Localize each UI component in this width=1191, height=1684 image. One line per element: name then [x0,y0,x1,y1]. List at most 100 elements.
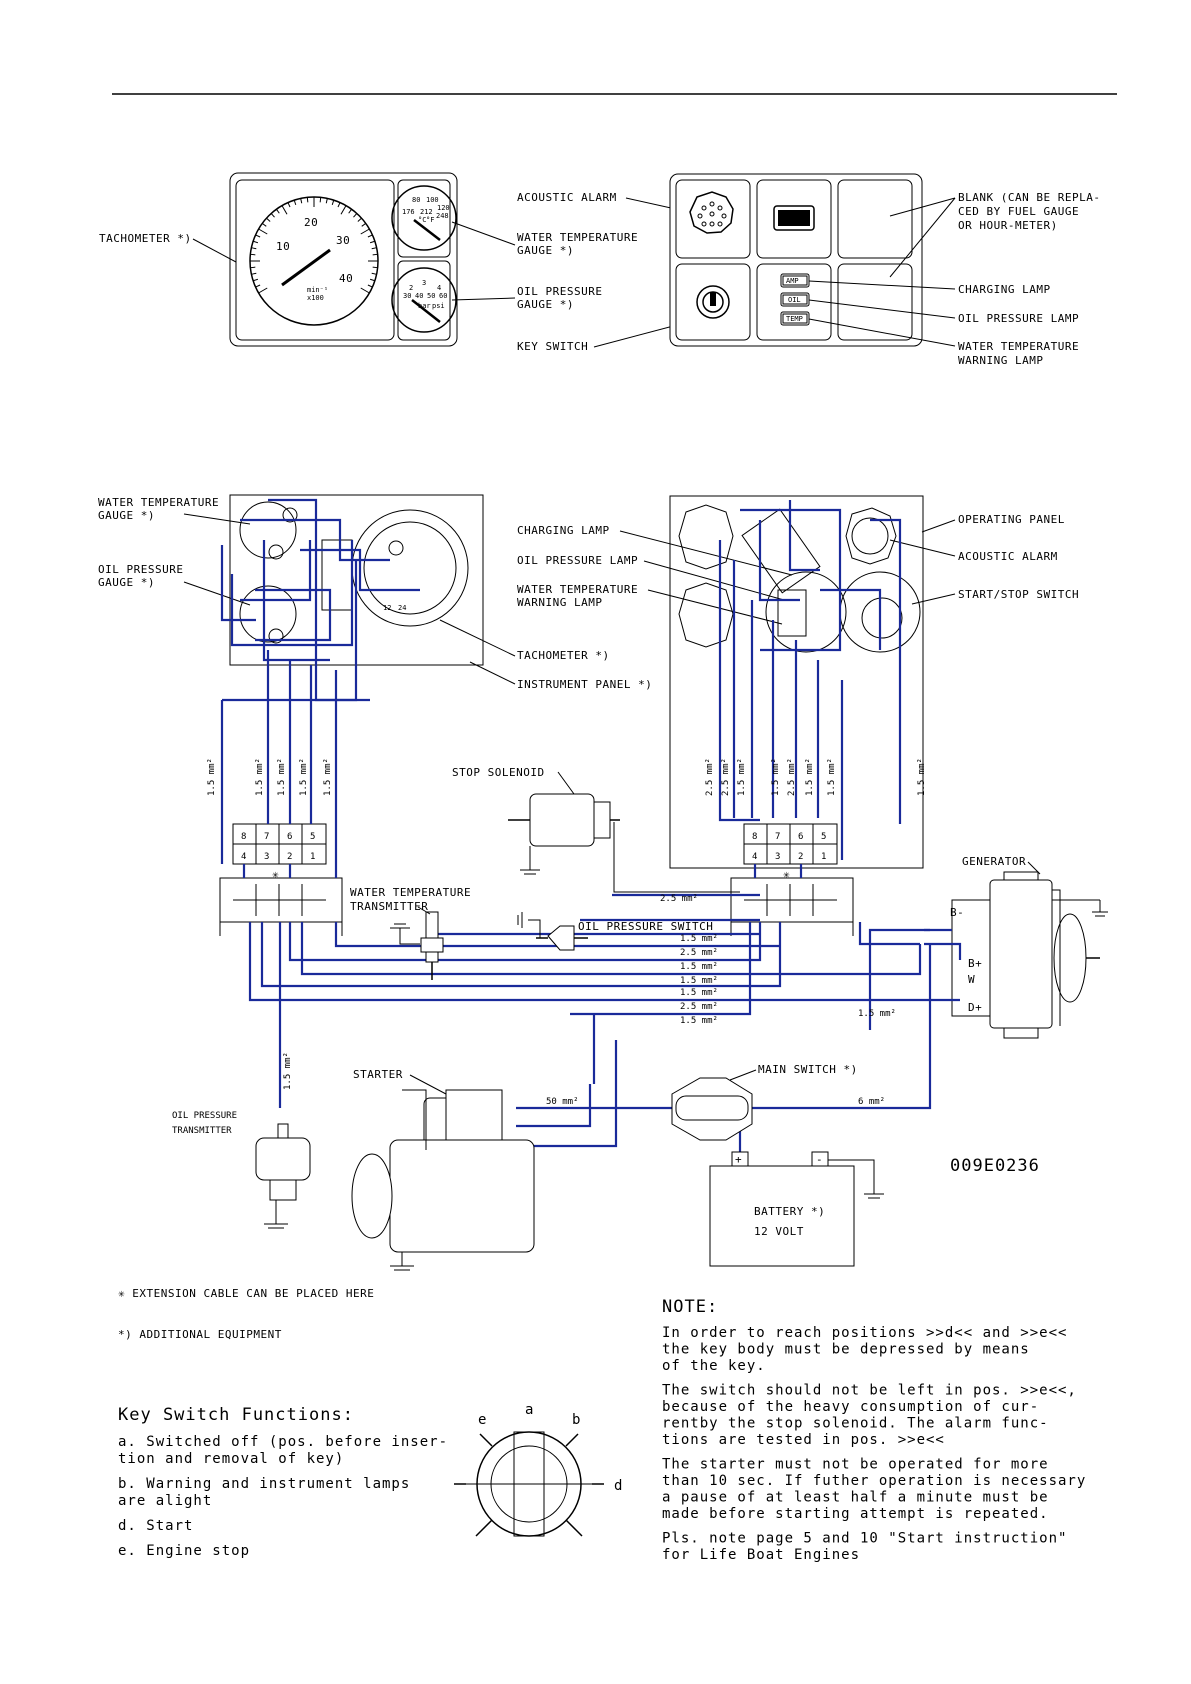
label-water-temp-transmitter-1: WATER TEMPERATURE [350,886,471,899]
tacho-tick-mark [340,205,347,215]
water-dial-100: 100 [426,196,439,204]
generator-terminal-d-plus: D+ [968,1001,982,1014]
tacho-tick-mark [357,217,362,222]
alarm-hole [697,213,703,219]
note-line: because of the heavy consumption of cur- [662,1399,1039,1415]
tacho-tick-mark [348,208,353,214]
starter-motor-icon [351,1089,535,1271]
tacho-tick-mark [252,278,259,282]
tacho-tick-mark [369,278,376,282]
battery-icon [709,1151,884,1267]
terminal-number-bottom: 3 [775,852,780,862]
water-temp-transmitter-icon [390,911,444,980]
tacho-tick-mark [371,247,377,250]
generator-terminal-b-minus: B- [950,906,964,919]
label-wiring-oil-pressure-gauge-2: GAUGE *) [98,576,155,589]
label-wiring-instrument-panel: INSTRUMENT PANEL *) [517,678,652,691]
terminal-number-bottom: 1 [310,852,315,862]
oil-dial-psi: psi [432,302,445,310]
tacho-tick-mark [250,253,256,256]
tacho-tick-mark [372,253,378,256]
xsec-starter: 50 mm² [546,1097,579,1107]
drawing-id: 009E0236 [950,1156,1040,1176]
lamp-label-amp: AMP [786,277,799,285]
oil-dial-30: 30 [403,292,411,300]
label-wiring-start-stop-switch: START/STOP SWITCH [958,588,1079,601]
tacho-tick-mark [331,199,335,206]
terminal-number-top: 7 [264,832,269,842]
tacho-tick-mark [306,197,309,203]
tacho-tick-mark [270,213,275,218]
water-dial-120: 120 [437,204,450,212]
footnote-extension: ✳ EXTENSION CABLE CAN BE PLACED HERE [118,1287,374,1300]
tacho-terminal-24: 24 [398,604,406,612]
label-wiring-tachometer: TACHOMETER *) [517,649,610,662]
tacho-tick-mark [353,213,358,218]
terminal-number-top: 6 [798,832,803,842]
tacho-tick-mark [261,222,267,227]
tacho-tick-mark [369,240,376,244]
alarm-hole [709,221,715,227]
tacho-tick-mark [252,240,259,244]
tacho-tick-40: 40 [339,272,353,285]
xsec-bundle-label: 1.5 mm² [680,988,718,998]
generator-icon [951,871,1108,1039]
tacho-tick-mark [367,234,373,238]
xsec-bundle-label: 1.5 mm² [680,962,718,972]
generator-terminal-w: W [968,973,975,986]
terminal-number-bottom: 3 [264,852,269,862]
terminal-number-bottom: 1 [821,852,826,862]
tacho-tick-mark [250,266,256,269]
note-line: tions are tested in pos. >>e<< [662,1432,945,1448]
xsec-left-label: 1.5 mm² [255,758,265,796]
lamp-label-oil: OIL [788,296,801,304]
instrument-panel-front: 10 20 30 40 min⁻¹ x100 80 100 120 176 21… [229,172,458,347]
tacho-tick-mark [255,284,261,288]
alarm-hole [717,221,723,227]
oil-pressure-lamp-icon [780,292,810,307]
xsec-stop-solenoid: 2.5 mm² [660,894,698,904]
terminal-number-bottom: 4 [752,852,757,862]
extension-marker-left: ✳ [272,868,279,881]
terminal-number-top: 5 [821,832,826,842]
label-acoustic-alarm: ACOUSTIC ALARM [517,191,617,204]
terminal-number-bottom: 2 [798,852,803,862]
note-line: the key body must be depressed by means [662,1342,1030,1358]
note-line: Pls. note page 5 and 10 "Start instructi… [662,1531,1067,1547]
tacho-tick-mark [251,272,257,275]
xsec-oil-transmitter: 1.5 mm² [283,1052,293,1090]
water-dial-212: 212 [420,208,433,216]
terminal-number-top: 6 [287,832,292,842]
water-temp-gauge-dial: 80 100 120 176 212 °C 248 °F [391,185,457,251]
charging-lamp-icon [780,273,810,288]
battery-minus: - [816,1153,823,1166]
oil-dial-60: 60 [439,292,447,300]
key-function-line: b. Warning and instrument lamps [118,1476,410,1492]
note-line: The starter must not be operated for mor… [662,1457,1049,1473]
xsec-right-label: 1.5 mm² [917,758,927,796]
terminal-number-bottom: 2 [287,852,292,862]
xsec-main-switch: 6 mm² [858,1097,885,1107]
xsec-right-label: 1.5 mm² [805,758,815,796]
key-functions-title: Key Switch Functions: [118,1405,354,1425]
xsec-right-label: 1.5 mm² [771,758,781,796]
label-wiring-oil-pressure-gauge-1: OIL PRESSURE [98,563,183,576]
label-main-switch: MAIN SWITCH *) [758,1063,858,1076]
label-tachometer: TACHOMETER *) [99,232,192,245]
key-pos-a: a [525,1402,534,1418]
tacho-tick-mark [325,198,328,204]
tacho-tick-mark [367,284,373,288]
oil-pressure-switch-icon [517,912,588,951]
label-water-temp-lamp-2: WARNING LAMP [958,354,1043,367]
alarm-hole [717,205,723,211]
label-wiring-water-temp-lamp-1: WATER TEMPERATURE [517,583,638,596]
label-wiring-water-temp-gauge-1: WATER TEMPERATURE [98,496,219,509]
tacho-terminal-12: 12 [383,604,391,612]
tacho-tick-mark [372,266,378,269]
xsec-right-label: 1.5 mm² [737,758,747,796]
xsec-right-label: 2.5 mm² [787,758,797,796]
label-wiring-charging-lamp: CHARGING LAMP [517,524,610,537]
label-water-temp-lamp-1: WATER TEMPERATURE [958,340,1079,353]
xsec-bundle-label: 1.5 mm² [680,934,718,944]
water-dial-f: °F [426,216,434,224]
